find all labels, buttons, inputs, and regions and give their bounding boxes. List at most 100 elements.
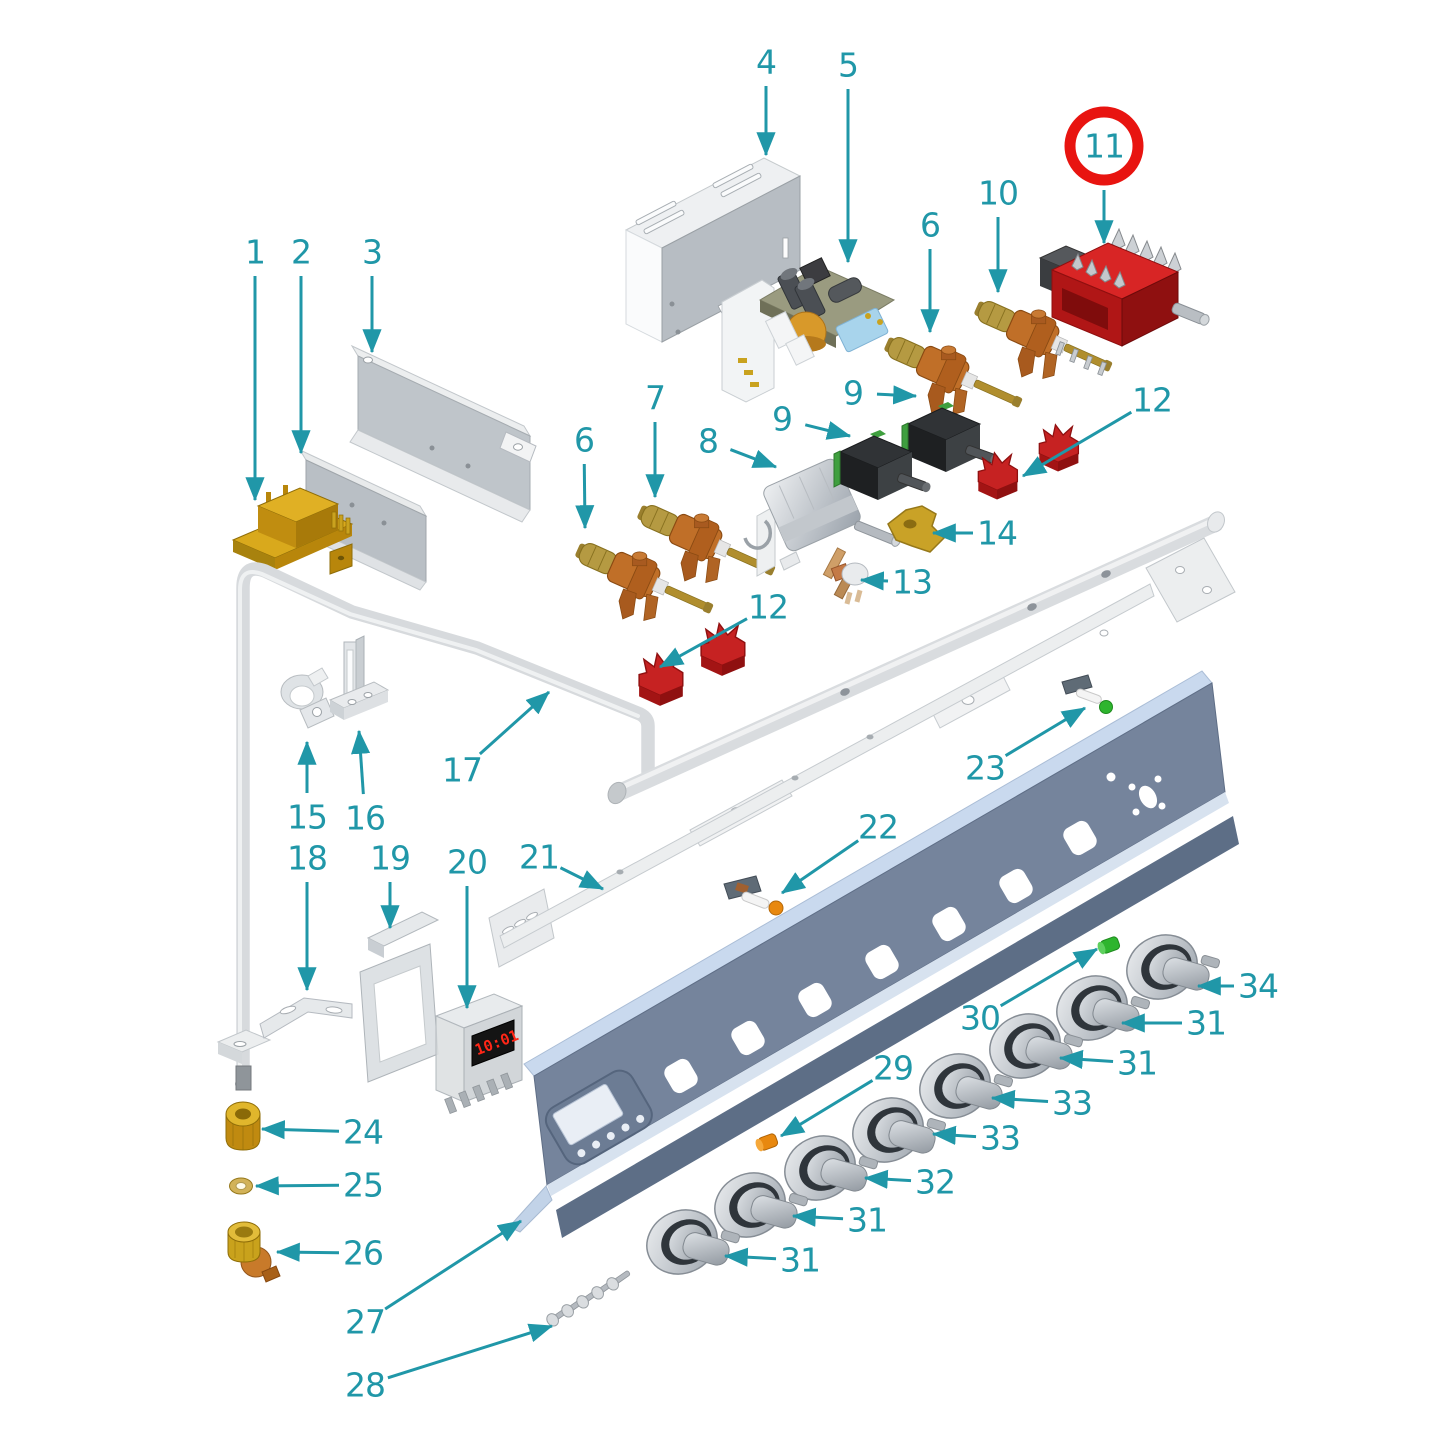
callout-number: 6: [920, 206, 940, 245]
callout-arrow: [1058, 1049, 1114, 1070]
callout-33-36[interactable]: 33: [990, 1084, 1093, 1123]
callout-arrow: [1004, 706, 1087, 757]
callout-9-12[interactable]: 9: [772, 400, 852, 440]
callout-12-13[interactable]: 12: [1021, 381, 1173, 478]
callout-arrow: [1021, 410, 1133, 478]
callout-19-22[interactable]: 19: [370, 839, 411, 930]
callout-7-8[interactable]: 7: [645, 379, 666, 499]
callout-1-0[interactable]: 1: [245, 233, 266, 502]
callout-2-1[interactable]: 2: [291, 233, 312, 455]
callout-number: 14: [977, 514, 1017, 553]
panel-knob-holes: [664, 820, 1097, 1094]
callout-25-27[interactable]: 25: [254, 1166, 384, 1205]
part-25-washer: [229, 1177, 253, 1195]
callout-number: 20: [447, 843, 487, 882]
callout-arrow: [791, 1207, 844, 1227]
callout-16-19[interactable]: 16: [345, 729, 386, 838]
callout-arrow: [729, 448, 778, 469]
part-21-support-rail: [488, 537, 1236, 968]
callout-31-39[interactable]: 31: [791, 1201, 888, 1240]
callout-arrow: [387, 1323, 554, 1380]
callout-26-28[interactable]: 26: [275, 1234, 384, 1273]
panel-display-recess: [544, 1069, 653, 1166]
callout-17-17[interactable]: 17: [442, 690, 551, 790]
callout-arrow: [254, 1176, 340, 1196]
callout-33-37[interactable]: 33: [931, 1119, 1021, 1158]
callout-arrow: [876, 385, 918, 405]
part-1-manifold-block: [231, 485, 354, 575]
callout-13-15[interactable]: 13: [859, 563, 933, 602]
callout-number: 15: [287, 798, 327, 837]
callout-24-26[interactable]: 24: [260, 1113, 384, 1152]
callout-8-10[interactable]: 8: [698, 422, 778, 469]
callout-number: 6: [574, 421, 594, 460]
callout-number: 26: [343, 1234, 383, 1273]
callout-11-7[interactable]: 11: [1064, 106, 1144, 245]
callout-number: 31: [780, 1241, 820, 1280]
callout-15-18[interactable]: 15: [287, 740, 328, 837]
callout-34-33[interactable]: 34: [1196, 967, 1279, 1006]
callout-number: 19: [370, 839, 410, 878]
callout-30-32[interactable]: 30: [960, 947, 1099, 1038]
part-14-bracket-yellow: [887, 505, 946, 553]
callout-arrow: [990, 1089, 1049, 1110]
part-11-selector-switch: [1038, 227, 1210, 376]
callout-number: 29: [873, 1049, 913, 1088]
callout-number: 31: [1117, 1044, 1157, 1083]
callout-arrow: [999, 947, 1099, 1008]
panel-pilot-holes: [1106, 772, 1166, 816]
callout-arrow: [779, 1079, 874, 1138]
callout-22-24[interactable]: 22: [781, 808, 899, 895]
callout-number: 9: [843, 374, 863, 413]
part-24-nut: [225, 1101, 261, 1151]
callout-number: 33: [980, 1119, 1020, 1158]
callout-number: 9: [772, 400, 792, 439]
callout-18-21[interactable]: 18: [287, 839, 328, 992]
callout-29-31[interactable]: 29: [779, 1049, 914, 1138]
callout-arrow: [275, 1242, 340, 1262]
part-22-igniter-electrode: [723, 875, 784, 916]
part-3-channel-bracket: [349, 344, 537, 523]
part-18-bracket: [259, 997, 353, 1039]
callout-number: 31: [847, 1201, 887, 1240]
callout-31-34[interactable]: 31: [1120, 1004, 1227, 1043]
callout-arrow: [350, 729, 371, 795]
callout-number: 12: [748, 588, 788, 627]
callout-20-23[interactable]: 20: [447, 843, 488, 1010]
callout-31-35[interactable]: 31: [1058, 1044, 1158, 1083]
callout-23-25[interactable]: 23: [965, 706, 1087, 788]
callout-number: 2: [291, 233, 311, 272]
part-27-control-panel: [508, 670, 1239, 1238]
callout-28-30[interactable]: 28: [345, 1323, 554, 1405]
callout-5-4[interactable]: 5: [838, 46, 859, 264]
callout-number: 4: [756, 43, 776, 82]
callout-number: 18: [287, 839, 327, 878]
callout-number: 21: [519, 838, 559, 877]
callout-arrow: [931, 1125, 977, 1145]
callout-10-6[interactable]: 10: [978, 174, 1019, 294]
callout-6-5[interactable]: 6: [920, 206, 941, 334]
callout-12-16[interactable]: 12: [658, 588, 789, 669]
part-26-elbow-fitting: [227, 1221, 281, 1283]
part-15-pipe-clamp: [280, 667, 335, 729]
callout-21-20[interactable]: 21: [519, 838, 605, 891]
callout-6-9[interactable]: 6: [574, 421, 595, 530]
callout-31-40[interactable]: 31: [723, 1241, 821, 1280]
callout-number: 5: [838, 46, 858, 85]
callout-9-11[interactable]: 9: [843, 374, 918, 413]
callout-32-38[interactable]: 32: [863, 1163, 956, 1202]
callout-number: 1: [245, 233, 265, 272]
part-13-thermo-disc: [822, 547, 869, 605]
callout-3-2[interactable]: 3: [362, 233, 383, 354]
callout-arrow: [723, 1247, 777, 1267]
callout-number: 30: [960, 999, 1000, 1038]
callout-14-14[interactable]: 14: [931, 514, 1018, 553]
part-4-control-cover: [624, 157, 802, 343]
callout-arrow: [859, 571, 889, 591]
callout-number: 27: [345, 1303, 385, 1342]
callout-4-3[interactable]: 4: [756, 43, 777, 157]
part-19-bracket-frame: [359, 911, 440, 1083]
callout-27-29[interactable]: 27: [345, 1219, 523, 1342]
